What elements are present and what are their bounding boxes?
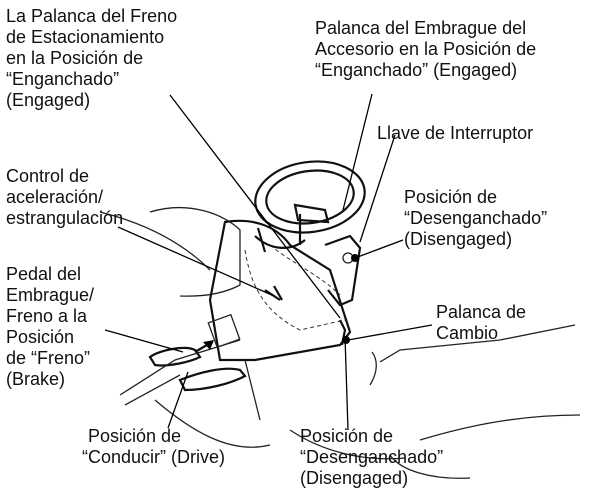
leader-attachment-clutch <box>342 93 373 211</box>
shift-gate <box>369 351 377 386</box>
label-parking-brake: La Palanca del Freno de Estacionamiento … <box>6 6 178 110</box>
dot-disengaged-upper <box>351 254 359 262</box>
label-shift-lever: Palanca de Cambio <box>436 302 527 343</box>
console-hidden-edge <box>244 244 346 331</box>
leader-throttle <box>117 226 275 297</box>
leader-shift-lever <box>347 324 433 341</box>
leader-disengaged-upper <box>354 239 404 259</box>
label-clutch-brake-pedal: Pedal del Embrague/ Freno a la Posición … <box>6 264 95 389</box>
label-attachment-clutch: Palanca del Embrague del Accesorio en la… <box>315 18 537 80</box>
drive-pedal <box>178 367 247 392</box>
brake-arrow-head <box>203 340 214 350</box>
leader-ignition-key <box>359 134 396 243</box>
label-throttle-choke: Control de aceleración/ estrangulación <box>6 166 124 228</box>
dashboard-console <box>208 219 352 362</box>
steering-wheel-inner <box>265 169 355 225</box>
steering-wheel <box>254 160 366 234</box>
leader-drive <box>167 371 189 429</box>
dot-shift-lever <box>342 336 350 344</box>
hood-outline <box>99 207 241 297</box>
leader-disengaged-lower <box>344 335 349 431</box>
attachment-clutch-lever <box>324 234 362 307</box>
pedal-mount <box>119 339 261 421</box>
leader-clutch-brake-pedal <box>104 329 184 353</box>
label-disengaged-lower: Posición de “Desenganchado” (Disengaged) <box>300 426 444 488</box>
deck-outline <box>154 324 581 479</box>
label-drive-position: Posición de “Conducir” (Drive) <box>82 426 226 467</box>
leader-parking-brake <box>169 94 341 319</box>
label-disengaged-upper: Posición de “Desenganchado” (Disengaged) <box>404 187 548 249</box>
label-ignition-key: Llave de Interruptor <box>377 123 534 143</box>
brake-pedal <box>148 346 202 367</box>
steering-wheel-hub <box>293 203 330 224</box>
